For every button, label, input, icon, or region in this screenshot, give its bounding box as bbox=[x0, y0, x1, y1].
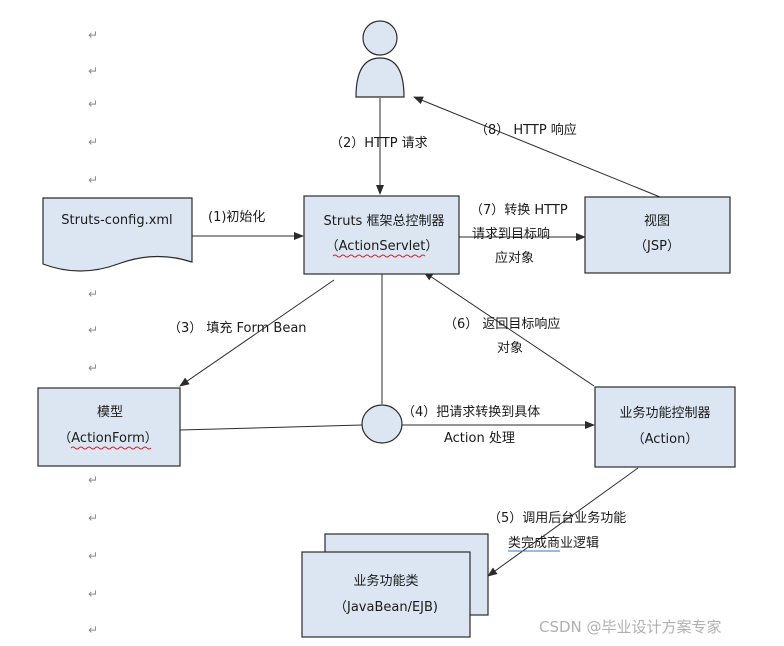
para-mark: ↵ bbox=[88, 97, 98, 111]
action-node: 业务功能控制器 （Action） bbox=[594, 386, 736, 468]
label-convert-request-line1: （7）转换 HTTP bbox=[470, 203, 568, 218]
controller-node: Struts 框架总控制器 （ActionServlet） bbox=[303, 195, 460, 275]
business-class-title: 业务功能类 bbox=[353, 573, 418, 589]
para-mark: ↵ bbox=[88, 623, 98, 637]
dispatch-node bbox=[361, 404, 403, 444]
action-title: 业务功能控制器 bbox=[619, 405, 710, 421]
label-initialize: (1)初始化 bbox=[208, 210, 265, 225]
margin-paragraph-marks: ↵ ↵ ↵ ↵ ↵ ↵ ↵ ↵ ↵ ↵ ↵ ↵ ↵ bbox=[88, 28, 98, 637]
controller-title: Struts 框架总控制器 bbox=[324, 214, 445, 229]
view-title: 视图 bbox=[644, 214, 670, 229]
para-mark: ↵ bbox=[88, 173, 98, 187]
para-mark: ↵ bbox=[88, 587, 98, 601]
label-convert-request-line3: 应对象 bbox=[495, 250, 534, 266]
label-http-response: （8） HTTP 响应 bbox=[475, 122, 577, 138]
para-mark: ↵ bbox=[88, 287, 98, 301]
para-mark: ↵ bbox=[88, 323, 98, 337]
arrow-return-response bbox=[423, 271, 595, 387]
connectors bbox=[179, 96, 661, 577]
spellcheck-underline bbox=[332, 254, 426, 258]
label-convert-request-line2: 请求到目标响 bbox=[472, 226, 550, 242]
user-icon bbox=[355, 20, 405, 98]
business-class-node: 业务功能类 （JavaBean/EJB) bbox=[301, 533, 489, 638]
label-fill-form-bean: （3） 填充 Form Bean bbox=[168, 320, 307, 336]
para-mark: ↵ bbox=[88, 135, 98, 149]
para-mark: ↵ bbox=[88, 64, 98, 78]
watermark: CSDN @毕业设计方案专家 bbox=[539, 618, 722, 636]
config-file-node: Struts-config.xml bbox=[42, 197, 193, 272]
arrow-fill-form-bean bbox=[179, 279, 335, 387]
arrow-http-response bbox=[413, 96, 661, 198]
model-subtitle: （ActionForm） bbox=[58, 431, 157, 446]
line-model-to-dispatch bbox=[179, 424, 363, 431]
para-mark: ↵ bbox=[88, 511, 98, 525]
label-call-business-line2: 类完成商业逻辑 bbox=[508, 536, 599, 551]
edge-labels: （2）HTTP 请求 （8） HTTP 响应 (1)初始化 （7）转换 HTTP… bbox=[168, 122, 626, 552]
view-subtitle: （JSP） bbox=[634, 239, 680, 254]
para-mark: ↵ bbox=[88, 361, 98, 375]
para-mark: ↵ bbox=[88, 28, 98, 42]
label-http-request: （2）HTTP 请求 bbox=[330, 136, 428, 151]
business-class-subtitle: （JavaBean/EJB) bbox=[334, 600, 438, 615]
label-dispatch-line2: Action 处理 bbox=[444, 431, 515, 446]
label-return-response-line1: （6） 返回目标响应 bbox=[444, 316, 560, 332]
model-node: 模型 （ActionForm） bbox=[37, 387, 181, 467]
label-return-response-line2: 对象 bbox=[497, 341, 523, 356]
view-node: 视图 （JSP） bbox=[584, 196, 731, 274]
config-file-label: Struts-config.xml bbox=[61, 213, 172, 228]
label-dispatch-line1: （4）把请求转换到具体 bbox=[402, 405, 540, 420]
para-mark: ↵ bbox=[88, 473, 98, 487]
arrow-call-business bbox=[487, 467, 639, 577]
spellcheck-underline bbox=[70, 446, 152, 450]
action-subtitle: （Action） bbox=[632, 432, 699, 447]
para-mark: ↵ bbox=[88, 549, 98, 563]
label-call-business-line1: （5）调用后台业务功能 bbox=[488, 510, 626, 526]
model-title: 模型 bbox=[97, 405, 123, 420]
controller-subtitle: （ActionServlet） bbox=[326, 239, 439, 254]
